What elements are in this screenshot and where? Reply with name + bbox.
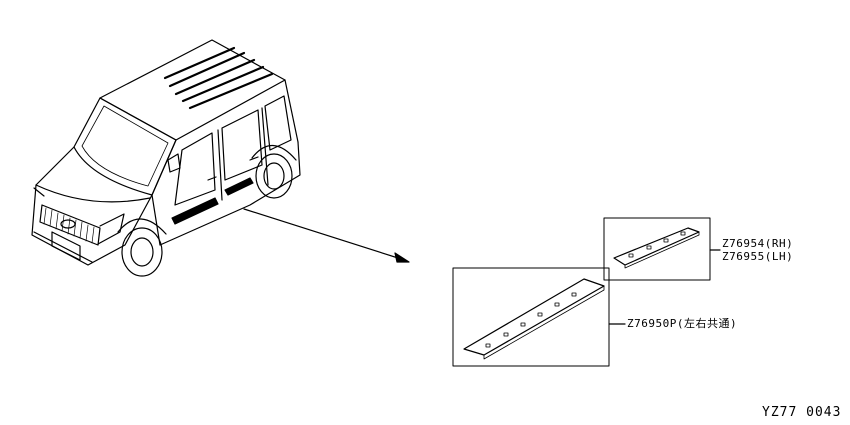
part-box-rh-lh [603,217,721,281]
part-label-common: Z76950P(左右共通) [627,317,738,330]
part-label-lh: Z76955(LH) [722,250,794,263]
leader-arrow [243,208,410,263]
side-step-rear [224,177,254,196]
side-step-front [171,197,219,225]
part-label-rh: Z76954(RH) [722,237,794,250]
vehicle-illustration [31,39,301,277]
diagram-code: YZ77 0043 [762,405,842,420]
part-box-common [452,267,626,367]
